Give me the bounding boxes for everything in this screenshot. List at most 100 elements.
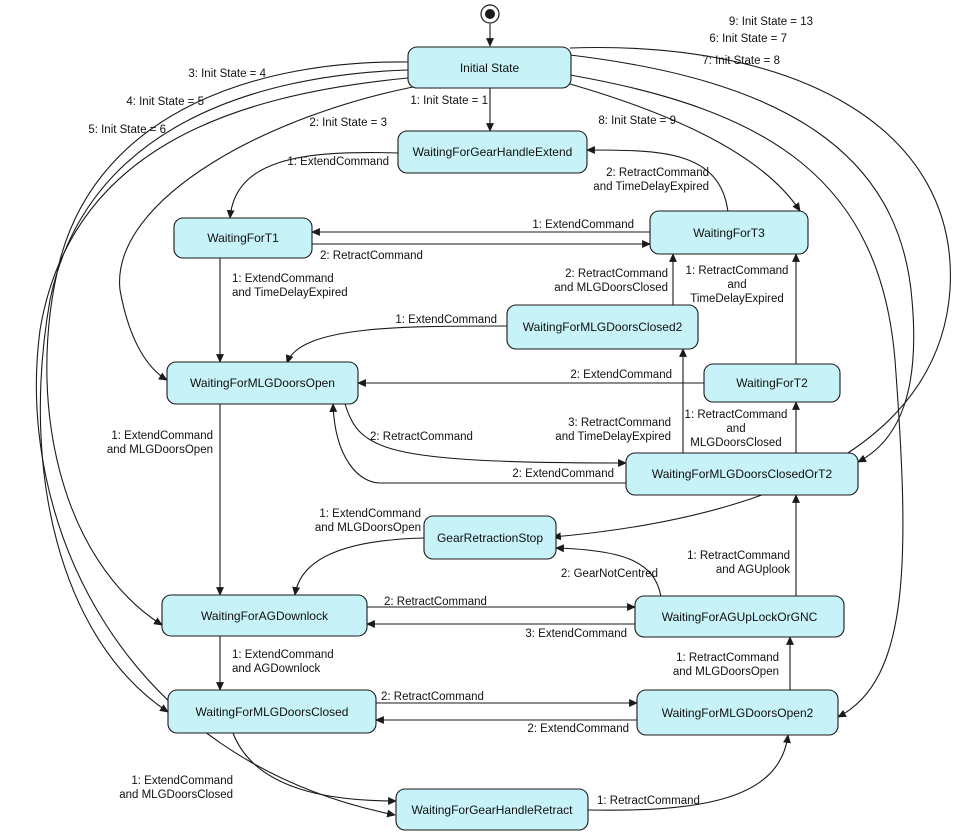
state-label: Initial State (460, 61, 520, 75)
transition-label-line: 2: RetractCommand (381, 691, 484, 703)
transition-label-line: 2: GearNotCentred (561, 568, 658, 580)
transition-label-line: and MLGDoorsOpen (673, 666, 779, 678)
transition-label-line: 2: RetractCommand (370, 431, 473, 443)
transition-label-line: and (726, 423, 745, 435)
init-4-arrow (39, 69, 409, 713)
state-nodes: Initial State WaitingForGearHandleExtend… (161, 46, 859, 831)
transition-label-line: 2: ExtendCommand (570, 369, 672, 381)
state-waiting-for-t3[interactable]: WaitingForT3 (649, 210, 809, 255)
transition-label-line: 1: ExtendCommand (395, 314, 497, 326)
transition-label-line: 8: Init State = 9 (598, 115, 676, 127)
state-label: WaitingForMLGDoorsClosed2 (523, 320, 683, 334)
transition-label: 7: Init State = 8 (702, 55, 780, 67)
transition-label-line: and (727, 279, 746, 291)
transition-label-line: TimeDelayExpired (690, 293, 784, 305)
transition-label-line: 1: ExtendCommand (532, 219, 634, 231)
transition-label-line: 6: Init State = 7 (709, 33, 787, 45)
transition-label-line: 3: ExtendCommand (525, 628, 627, 640)
transition-label-line: 1: RetractCommand (686, 265, 789, 277)
transition-label: 1: ExtendCommand (532, 219, 634, 231)
transition-label-line: 1: ExtendCommand (111, 430, 213, 442)
transition-label-line: 2: RetractCommand (565, 268, 668, 280)
transition-label: 8: Init State = 9 (598, 115, 676, 127)
transition-label-line: and MLGDoorsOpen (107, 444, 213, 456)
state-waiting-for-t2[interactable]: WaitingForT2 (703, 363, 841, 403)
dc-to-ghr-arrow (232, 732, 397, 805)
transition-label: 2: ExtendCommand (512, 468, 614, 480)
state-label: GearRetractionStop (437, 531, 543, 545)
transition-label-line: 2: RetractCommand (384, 596, 487, 608)
transition-label-line: 1: ExtendCommand (232, 273, 334, 285)
transition-label: 2: RetractCommand (384, 596, 487, 608)
transition-label: 3: RetractCommand and TimeDelayExpired (555, 417, 671, 443)
transition-label-line: 9: Init State = 13 (729, 16, 813, 28)
transition-label-line: 1: ExtendCommand (131, 775, 233, 787)
transition-label: 1: ExtendCommand and MLGDoorsOpen (315, 508, 421, 534)
state-waiting-for-mlg-doors-closed[interactable]: WaitingForMLGDoorsClosed (167, 689, 377, 734)
transition-label-line: 2: RetractCommand (606, 167, 709, 179)
transition-label-line: and TimeDelayExpired (555, 431, 671, 443)
transition-label-line: MLGDoorsClosed (690, 437, 781, 449)
transition-label-line: 1: RetractCommand (687, 550, 790, 562)
transition-label-line: and MLGDoorsOpen (315, 522, 421, 534)
initial-pseudo-state (480, 4, 500, 24)
transition-label-line: 1: Init State = 1 (410, 95, 488, 107)
dc2-to-doors-open-arrow (285, 325, 508, 364)
init-8-arrow (569, 83, 801, 212)
doors-open-to-dcot2-arrow (344, 403, 627, 467)
state-waiting-for-gear-handle-extend[interactable]: WaitingForGearHandleExtend (397, 130, 588, 174)
state-waiting-for-mlg-doors-open[interactable]: WaitingForMLGDoorsOpen (166, 361, 359, 405)
transition-label: 5: Init State = 6 (88, 124, 166, 136)
transition-label-line: and MLGDoorsClosed (554, 282, 668, 294)
state-gear-retraction-stop[interactable]: GearRetractionStop (423, 515, 557, 560)
transition-label-line: 3: RetractCommand (568, 417, 671, 429)
state-label: WaitingForGearHandleRetract (412, 803, 574, 817)
transition-label-line: 1: RetractCommand (597, 795, 700, 807)
t3-to-ghe-arrow (586, 146, 729, 213)
transition-label: 2: ExtendCommand (527, 723, 629, 735)
state-waiting-for-mlg-doors-closed-or-t2[interactable]: WaitingForMLGDoorsClosedOrT2 (625, 452, 859, 496)
transition-label-line: 1: ExtendCommand (319, 508, 421, 520)
init-2-arrow (119, 81, 441, 381)
state-waiting-for-ag-downlock[interactable]: WaitingForAGDownlock (161, 594, 368, 637)
transition-label: 1: ExtendCommand (395, 314, 497, 326)
transition-label: 1: ExtendCommand and AGDownlock (232, 649, 334, 675)
transition-label-line: 1: RetractCommand (685, 409, 788, 421)
state-label: WaitingForT1 (207, 231, 279, 245)
transition-arrows (35, 24, 951, 818)
transition-label: 2: ExtendCommand (570, 369, 672, 381)
init-9-arrow (552, 46, 951, 541)
grs-to-agd-arrow (292, 537, 425, 596)
ghr-to-do2-arrow (587, 734, 791, 811)
transition-label-line: 1: ExtendCommand (232, 649, 334, 661)
transition-label: 1: ExtendCommand and MLGDoorsOpen (107, 430, 213, 456)
transition-label-line: and TimeDelayExpired (232, 287, 348, 299)
state-waiting-for-mlg-doors-open2[interactable]: WaitingForMLGDoorsOpen2 (636, 689, 839, 736)
transition-label-line: 3: Init State = 4 (188, 68, 266, 80)
transition-label: 4: Init State = 5 (126, 96, 204, 108)
transition-label-line: 2: Init State = 3 (309, 117, 387, 129)
transition-label-line: 7: Init State = 8 (702, 55, 780, 67)
transition-label: 1: Init State = 1 (410, 95, 488, 107)
state-label: WaitingForT3 (693, 226, 765, 240)
state-waiting-for-ag-uplock-or-gnc[interactable]: WaitingForAGUpLockOrGNC (634, 595, 845, 638)
transition-label-line: and AGUplook (716, 564, 790, 576)
transition-label: 1: RetractCommand and AGUplook (687, 550, 790, 576)
transition-label-line: 2: ExtendCommand (527, 723, 629, 735)
transition-labels: 1: Init State = 1 2: Init State = 3 3: I… (88, 16, 813, 807)
state-initial-state[interactable]: Initial State (407, 46, 572, 89)
transition-label: 3: Init State = 4 (188, 68, 266, 80)
state-waiting-for-t1[interactable]: WaitingForT1 (173, 217, 313, 259)
transition-label: 1: ExtendCommand (287, 156, 389, 168)
state-label: WaitingForMLGDoorsClosedOrT2 (652, 467, 833, 481)
transition-label-line: and AGDownlock (232, 663, 320, 675)
agu-to-grs-arrow (555, 544, 662, 598)
state-waiting-for-mlg-doors-closed2[interactable]: WaitingForMLGDoorsClosed2 (506, 304, 699, 350)
transition-label: 2: RetractCommand and MLGDoorsClosed (554, 268, 668, 294)
state-waiting-for-gear-handle-retract[interactable]: WaitingForGearHandleRetract (395, 788, 589, 831)
